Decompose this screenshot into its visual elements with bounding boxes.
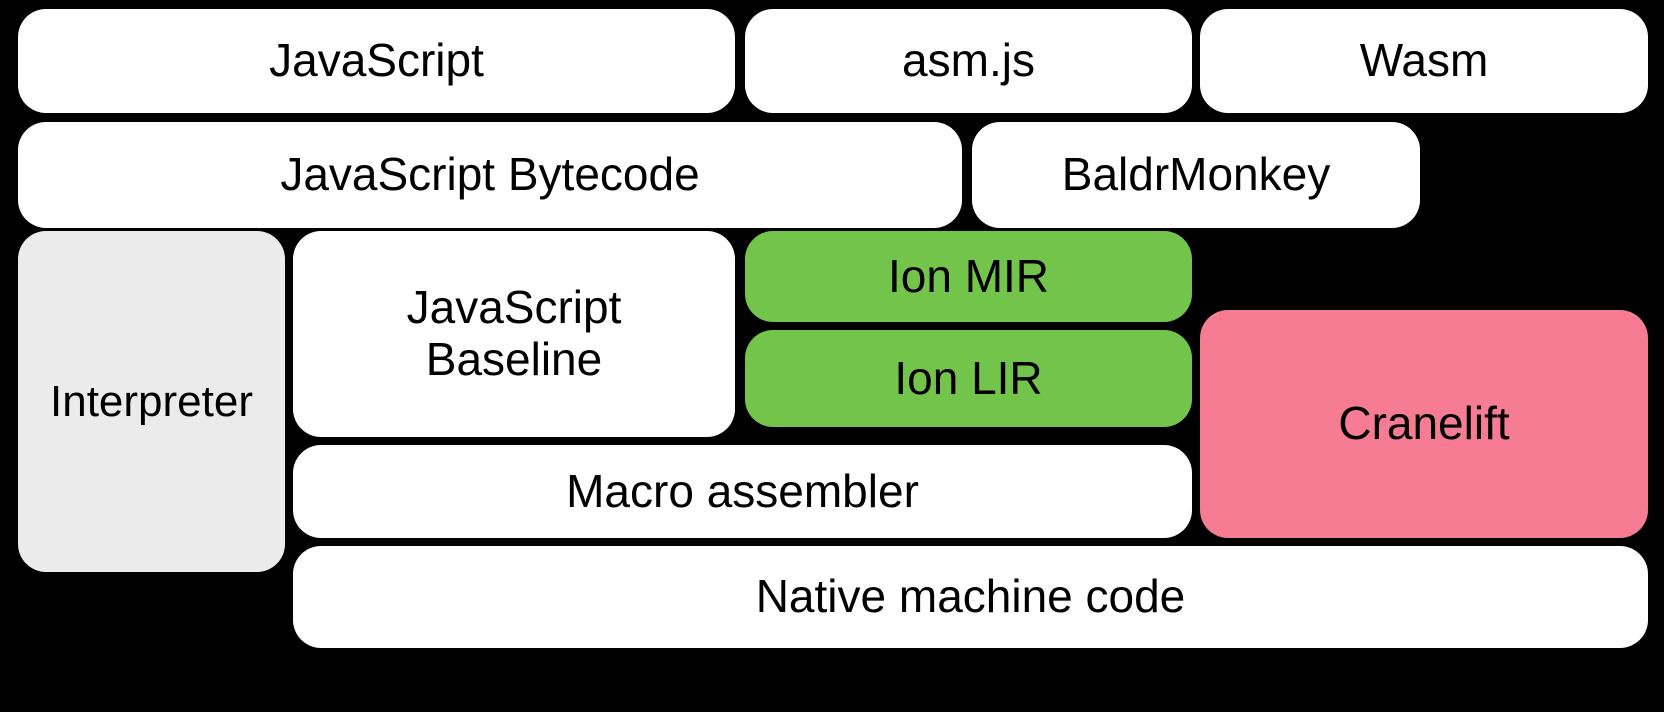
node-macro-assembler: Macro assembler bbox=[293, 445, 1192, 538]
node-ion-mir: Ion MIR bbox=[745, 231, 1192, 322]
node-asm-js: asm.js bbox=[745, 9, 1192, 113]
node-ion-lir: Ion LIR bbox=[745, 330, 1192, 427]
node-wasm: Wasm bbox=[1200, 9, 1648, 113]
node-interpreter: Interpreter bbox=[18, 231, 285, 572]
node-native-machine-code: Native machine code bbox=[293, 546, 1648, 648]
node-javascript-baseline: JavaScript Baseline bbox=[293, 231, 735, 437]
node-javascript-bytecode: JavaScript Bytecode bbox=[18, 122, 962, 228]
node-baldrmonkey: BaldrMonkey bbox=[972, 122, 1420, 228]
node-javascript: JavaScript bbox=[18, 9, 735, 113]
node-cranelift: Cranelift bbox=[1200, 310, 1648, 538]
